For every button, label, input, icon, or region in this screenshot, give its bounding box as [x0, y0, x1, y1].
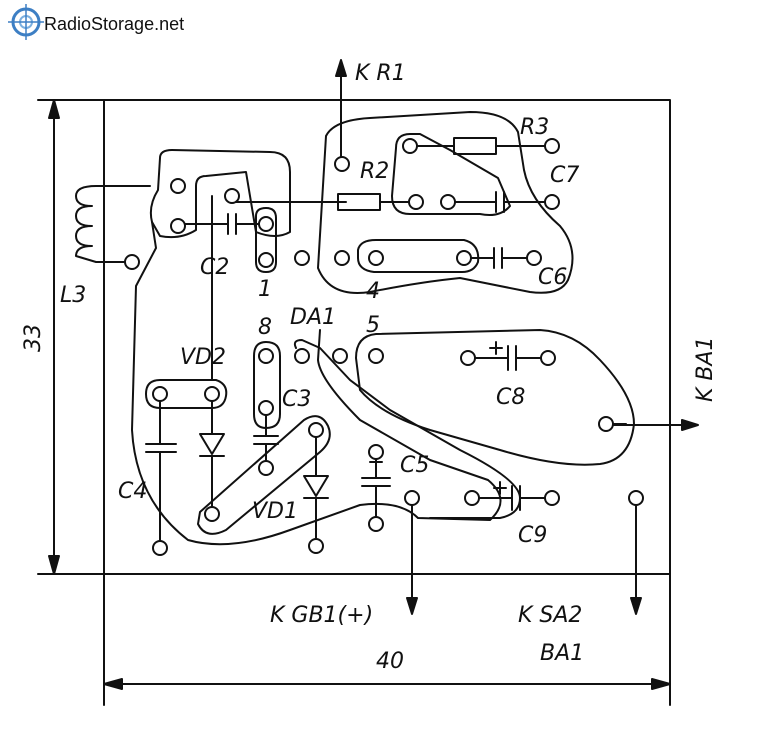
label-to-gb1: K GB1(+): [270, 603, 373, 628]
pad: [258, 252, 274, 268]
pad: [152, 540, 168, 556]
pad: [464, 490, 480, 506]
capacitor-c2: [177, 213, 265, 235]
label-to-sa2: K SA2: [518, 603, 582, 628]
trace-vd1-strip: [197, 415, 331, 535]
label-vd1: VD1: [252, 499, 298, 524]
trace-c4-pad: [145, 379, 228, 409]
arrow-to-r1: [335, 59, 347, 161]
capacitor-c9: [471, 481, 553, 511]
pad: [368, 250, 384, 266]
label-c2: C2: [200, 255, 229, 280]
pad: [294, 348, 310, 364]
trace-c8-island: [355, 329, 635, 466]
pad: [544, 490, 560, 506]
pad: [258, 460, 274, 476]
width-dimension: [103, 573, 671, 706]
label-r3: R3: [520, 115, 549, 140]
label-to-r1: K R1: [355, 61, 406, 86]
trace-c3-strip: [253, 341, 281, 429]
pad: [334, 250, 350, 266]
pad: [408, 194, 424, 210]
label-l3: L3: [60, 283, 86, 308]
diode-vd2: [199, 393, 225, 515]
pad: [124, 254, 140, 270]
trace-pin1-pad: [255, 207, 277, 273]
capacitor-c8: [467, 341, 549, 371]
site-logo[interactable]: RadioStorage.net: [8, 4, 184, 40]
pad: [170, 178, 186, 194]
pad: [152, 386, 168, 402]
label-ba1-bottom: BA1: [540, 641, 584, 666]
label-da1: DA1: [290, 305, 336, 330]
label-vd2: VD2: [180, 345, 226, 370]
capacitor-c7: [447, 191, 553, 213]
trace-r2-island: [317, 111, 574, 294]
label-c6: C6: [538, 265, 567, 290]
pad: [544, 194, 560, 210]
coil-l3: [75, 185, 151, 263]
label-height-dimension: 33: [21, 324, 46, 352]
label-c3: C3: [282, 387, 311, 412]
pad: [204, 386, 220, 402]
trace-r3-c7: [391, 133, 511, 216]
label-pin1: 1: [258, 277, 272, 302]
resistor-r3: [453, 137, 497, 155]
pad: [440, 194, 456, 210]
pad: [294, 250, 310, 266]
capacitor-c5: [361, 451, 391, 525]
label-c7: C7: [550, 163, 579, 188]
pad: [224, 188, 240, 204]
capacitor-c4: [145, 393, 177, 549]
label-c8: C8: [496, 385, 525, 410]
pad: [308, 538, 324, 554]
label-c9: C9: [518, 523, 547, 548]
pad: [368, 516, 384, 532]
pad: [368, 348, 384, 364]
pad: [544, 138, 560, 154]
pad: [368, 444, 384, 460]
label-pin5: 5: [366, 313, 380, 338]
label-pin4: 4: [366, 279, 380, 304]
trace-left-bus: [131, 221, 502, 546]
arrow-to-sa2: [630, 497, 642, 615]
pad: [456, 250, 472, 266]
target-icon: [8, 4, 44, 40]
pad: [308, 422, 324, 438]
pad: [526, 250, 542, 266]
label-c4: C4: [118, 479, 147, 504]
pad: [204, 506, 220, 522]
trace-da1-to-c9: [293, 339, 521, 519]
pad: [540, 350, 556, 366]
pad: [404, 490, 420, 506]
pad: [460, 350, 476, 366]
label-r2: R2: [360, 159, 389, 184]
capacitor-c6: [469, 247, 531, 269]
pad: [402, 138, 418, 154]
pad: [332, 348, 348, 364]
label-c5: C5: [400, 453, 429, 478]
height-dimension: [37, 99, 105, 575]
label-to-ba1-right: K BA1: [693, 336, 718, 402]
site-name-label: RadioStorage.net: [44, 14, 184, 34]
label-pin8: 8: [258, 315, 272, 340]
pad: [258, 400, 274, 416]
pad: [258, 216, 274, 232]
capacitor-c3: [253, 407, 279, 469]
pad: [258, 348, 274, 364]
pad: [170, 218, 186, 234]
pad: [628, 490, 644, 506]
trace-c6-pad: [357, 239, 480, 273]
pad: [334, 156, 350, 172]
label-width-dimension: 40: [376, 649, 404, 674]
board-outline: [103, 99, 671, 575]
pad: [598, 416, 614, 432]
